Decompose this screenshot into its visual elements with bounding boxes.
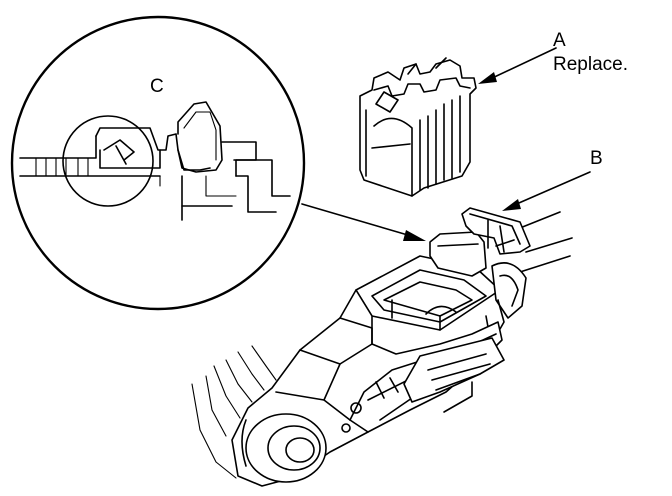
detail-view-c: C	[10, 15, 306, 311]
callout-c-letter: C	[150, 76, 164, 97]
lever-assembly: B	[191, 148, 603, 487]
detail-circle	[10, 15, 306, 311]
callout-a-note: Replace.	[553, 54, 628, 75]
callout-b-letter: B	[590, 148, 603, 169]
part-a-clip: A Replace.	[359, 30, 628, 197]
detail-cross-section	[19, 101, 291, 221]
inner-detail-circle	[62, 115, 154, 207]
detail-leader	[301, 203, 426, 241]
callout-a-letter: A	[553, 30, 566, 51]
